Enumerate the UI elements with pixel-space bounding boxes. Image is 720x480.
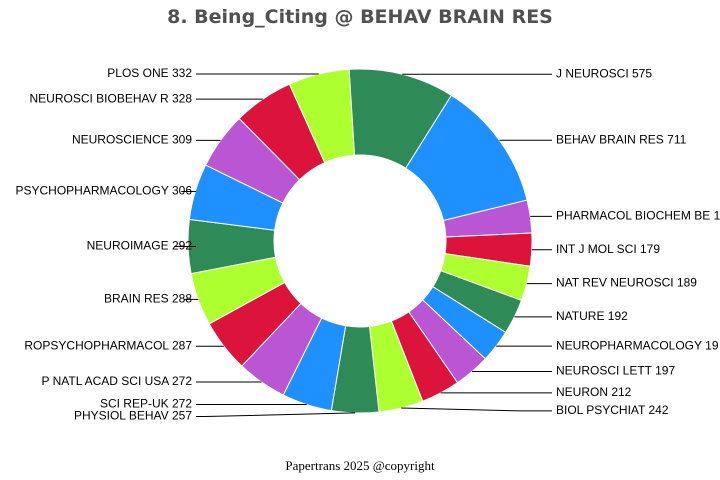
slice-label-neuroscience: NEUROSCIENCE 309 bbox=[72, 133, 192, 147]
slice-label-neurosci-lett: NEUROSCI LETT 197 bbox=[556, 364, 675, 378]
slice-label-psychopharmacology: PSYCHOPHARMACOLOGY 306 bbox=[15, 184, 192, 198]
slice-label-plos-one: PLOS ONE 332 bbox=[107, 66, 192, 80]
slice-label-j-neurosci: J NEUROSCI 575 bbox=[556, 66, 652, 80]
slice-label-int-j-mol-sci: INT J MOL SCI 179 bbox=[556, 242, 660, 256]
slice-label-brain-res: BRAIN RES 288 bbox=[104, 292, 192, 306]
slice-label-behav-brain-res: BEHAV BRAIN RES 711 bbox=[556, 132, 687, 146]
slice-label-nat-rev-neurosci: NAT REV NEUROSCI 189 bbox=[556, 276, 697, 290]
slice-label-neurosci-biobehav-r: NEUROSCI BIOBEHAV R 328 bbox=[30, 91, 193, 105]
leader-biol-psychiat bbox=[401, 407, 552, 412]
slice-label-biol-psychiat: BIOL PSYCHIAT 242 bbox=[556, 403, 669, 417]
slice-label-neuroimage: NEUROIMAGE 292 bbox=[87, 239, 193, 253]
leader-physiol-behav bbox=[196, 412, 356, 418]
slice-label-nature: NATURE 192 bbox=[556, 309, 628, 323]
slice-label-physiol-behav: PHYSIOL BEHAV 257 bbox=[74, 409, 192, 423]
leader-lines-layer bbox=[174, 73, 552, 418]
slice-label-p-natl-acad-sci-usa: P NATL ACAD SCI USA 272 bbox=[41, 374, 192, 388]
chart-title: 8. Being_Citing @ BEHAV BRAIN RES bbox=[167, 6, 553, 28]
slice-label-neuron: NEURON 212 bbox=[556, 385, 632, 399]
slices-layer bbox=[187, 68, 533, 414]
slice-label-pharmacol-biochem-be: PHARMACOL BIOCHEM BE 1 bbox=[556, 209, 720, 223]
chart-footer: Papertrans 2025 @copyright bbox=[285, 458, 435, 473]
slice-label-neuropsychopharmacol: ROPSYCHOPHARMACOL 287 bbox=[24, 338, 192, 352]
slice-j-neurosci bbox=[348, 68, 453, 169]
slice-label-neuropharmacology: NEUROPHARMACOLOGY 19 bbox=[556, 338, 719, 352]
slice-label-sci-rep-uk: SCI REP-UK 272 bbox=[100, 397, 192, 411]
